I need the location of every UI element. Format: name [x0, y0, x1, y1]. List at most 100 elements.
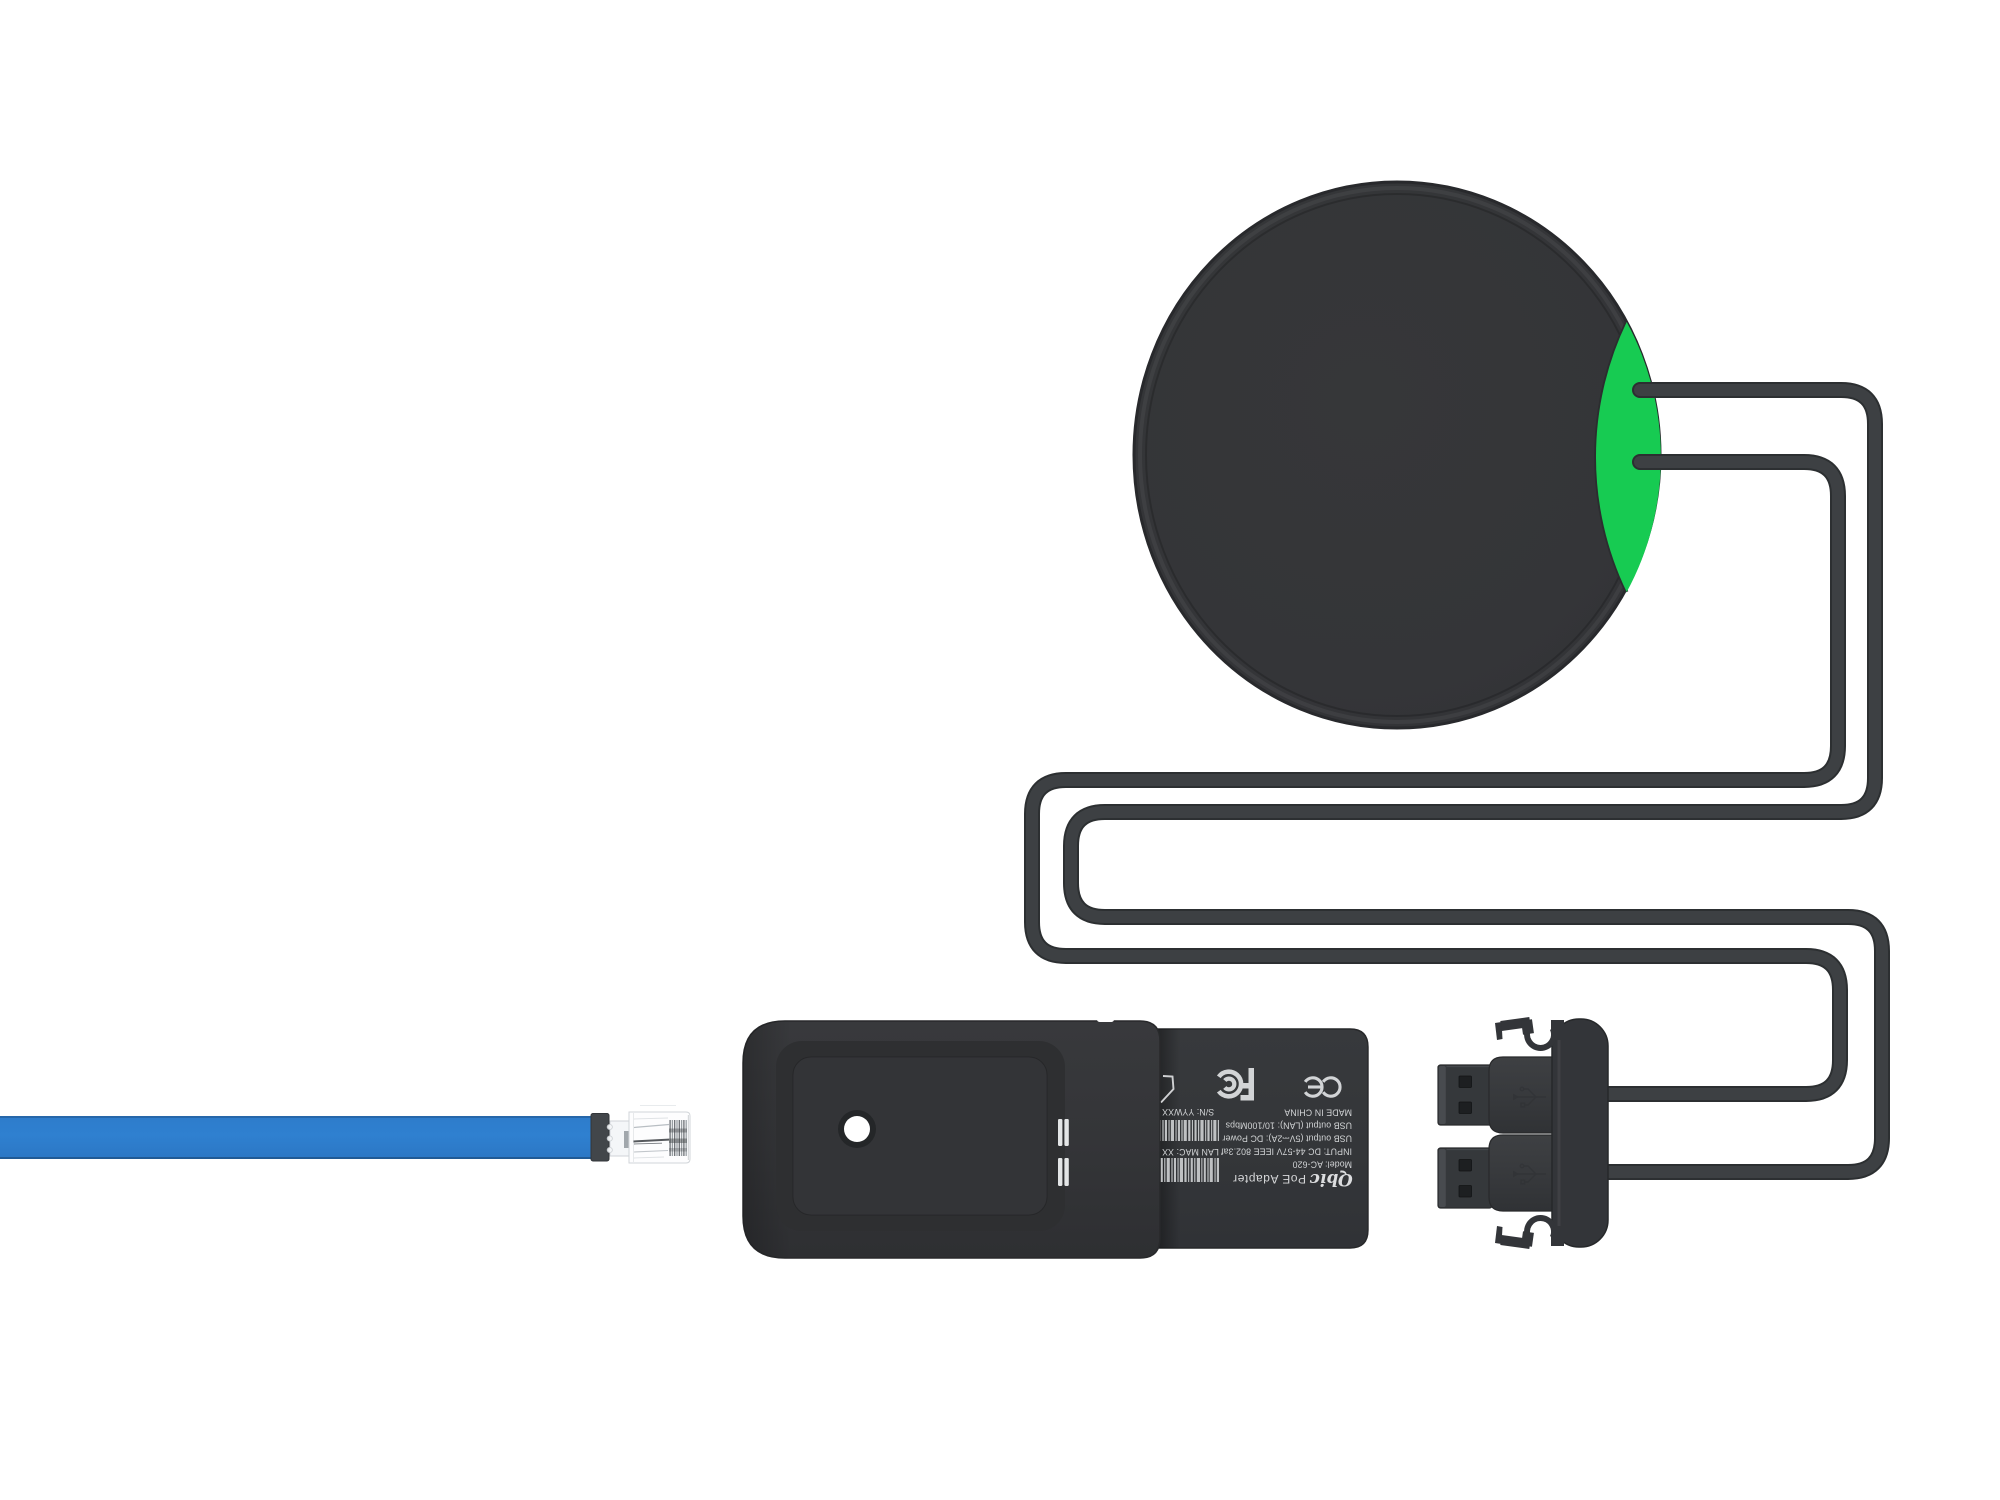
barcode-bar: [1175, 1120, 1177, 1141]
usb-shell-bottom: [1437, 1147, 1493, 1209]
label-serial: S/N: YYWXX: [1162, 1107, 1214, 1117]
poe-adapter: Qbic PoE Adapter Model: AC-620 INPUT: DC…: [742, 1013, 1369, 1259]
barcode-bar: [1170, 1120, 1174, 1141]
usb-shell-top-face: [1438, 1066, 1446, 1124]
barcode-bar: [1207, 1120, 1210, 1141]
certification-triangle-mark: [1160, 1075, 1175, 1104]
barcode-bar: [1205, 1120, 1207, 1141]
usb-trident-stroke: [1520, 1102, 1526, 1108]
usb-plug-bottom: [1437, 1134, 1557, 1212]
barcode-bar: [1201, 1158, 1203, 1182]
barcode-bar: [1196, 1158, 1200, 1182]
usb-trident-icon: [1513, 1163, 1546, 1185]
usb-cable-b: [1026, 456, 1846, 1100]
ethernet-cable-assembly: [0, 1104, 691, 1164]
grommet-disc: [1551, 1018, 1609, 1248]
barcode-bar: [1177, 1120, 1180, 1141]
barcode-bar: [1164, 1120, 1167, 1141]
barcode-bar: [1216, 1158, 1219, 1182]
product-name: PoE Adapter: [1233, 1172, 1306, 1186]
label-model: Model: AC-620: [1293, 1160, 1353, 1170]
clip-shape: [1521, 1019, 1534, 1035]
barcode-bar: [1162, 1120, 1164, 1141]
rj45-finger-1: [606, 1123, 613, 1131]
barcode-bar: [1183, 1120, 1187, 1141]
usb-connector-assembly: [1437, 1017, 1609, 1249]
brand-logo: Qbic: [1309, 1169, 1353, 1189]
fcc-mark-stroke: [1223, 1076, 1237, 1092]
barcode-bar: [1184, 1158, 1187, 1182]
rj45-pin: [683, 1120, 685, 1156]
rj45-pin: [671, 1120, 673, 1156]
barcode-bar: [1164, 1158, 1166, 1182]
usb-plug-top: [1437, 1056, 1557, 1134]
usb-cable-a: [1065, 384, 1888, 1178]
cable-clip-top: [1495, 1017, 1564, 1051]
adapter-label: Qbic PoE Adapter Model: AC-620 INPUT: DC…: [1158, 1068, 1353, 1189]
cable-clip-bottom: [1495, 1215, 1564, 1249]
barcode-bar: [1181, 1120, 1183, 1141]
barcode-bar: [1171, 1158, 1173, 1182]
contact-bar: [1058, 1158, 1063, 1186]
sleeve-notch: [1097, 1013, 1114, 1022]
barcode-bar: [1188, 1120, 1191, 1141]
sleeve-recess-floor: [792, 1056, 1048, 1216]
usb-trident-stroke: [1524, 1165, 1537, 1175]
barcode-bar: [1209, 1158, 1213, 1182]
usb-shell-bottom-hole-2: [1458, 1185, 1472, 1198]
rj45-pin: [669, 1138, 687, 1143]
puck-device: [1132, 180, 1662, 730]
barcode-bar: [1190, 1158, 1193, 1182]
clip-shape: [1551, 1020, 1564, 1040]
barcode-bar: [1203, 1158, 1206, 1182]
usb-overmold-bottom: [1488, 1134, 1557, 1212]
barcode-bar: [1194, 1120, 1197, 1141]
barcode-bar: [1200, 1120, 1204, 1141]
ce-mark-stroke: [1321, 1076, 1342, 1098]
rj45-wire: [633, 1138, 672, 1143]
contact-bar: [1064, 1158, 1069, 1186]
rj45-plug: [606, 1104, 691, 1164]
barcode-bar: [1168, 1120, 1170, 1141]
rj45-boot: [590, 1113, 610, 1162]
rj45-pin: [676, 1120, 678, 1156]
usb-trident-stroke: [1524, 1088, 1537, 1098]
puck-disc: [1132, 180, 1662, 730]
label-input: INPUT: DC 44-57V IEEE 802.3af: [1221, 1147, 1352, 1157]
rj45-wire: [633, 1142, 663, 1145]
usb-shell-top-hole-1: [1458, 1075, 1472, 1088]
rj45-wire: [633, 1117, 669, 1120]
rj45-finger-3: [606, 1146, 613, 1154]
rj45-wire: [633, 1149, 669, 1153]
contact-bar: [1058, 1119, 1063, 1146]
label-lan-mac: LAN MAC: XX: [1162, 1147, 1219, 1157]
usb-trident-stroke: [1513, 1170, 1519, 1178]
ce-mark-icon: [1303, 1076, 1342, 1098]
rj45-pins: [669, 1120, 687, 1156]
label-usb-lan: USB output (LAN): 10/100Mbps: [1225, 1121, 1352, 1131]
sleeve-contacts: [1058, 1119, 1069, 1186]
usb-shell-bottom-face: [1438, 1149, 1446, 1207]
rj45-pin: [674, 1120, 676, 1156]
rj45-pin: [669, 1120, 687, 1156]
usb-trident-stroke: [1525, 1173, 1537, 1183]
rj45-wire: [633, 1123, 670, 1129]
label-usb-power: USB output (5V⎓2A): DC Power: [1222, 1134, 1352, 1144]
fcc-mark-stroke: [1240, 1068, 1254, 1101]
usb-shell-bottom-hole-1: [1458, 1159, 1472, 1172]
usb-trident-stroke: [1519, 1163, 1525, 1169]
rj45-wires: [633, 1117, 672, 1159]
usb-trident-icon: [1513, 1086, 1546, 1108]
barcode-bar: [1207, 1158, 1209, 1182]
clip-shape: [1551, 1226, 1564, 1246]
clip-shape: [1495, 1226, 1503, 1244]
ce-mark-stroke: [1303, 1076, 1324, 1098]
usb-trident-stroke: [1519, 1086, 1525, 1092]
usb-shell-top: [1437, 1064, 1493, 1126]
usb-cables: [1024, 382, 1890, 1180]
barcode-bar: [1177, 1158, 1179, 1182]
usb-overmold-top: [1488, 1056, 1557, 1134]
barcode-bar: [1179, 1158, 1183, 1182]
usb-trident-stroke: [1525, 1096, 1537, 1106]
